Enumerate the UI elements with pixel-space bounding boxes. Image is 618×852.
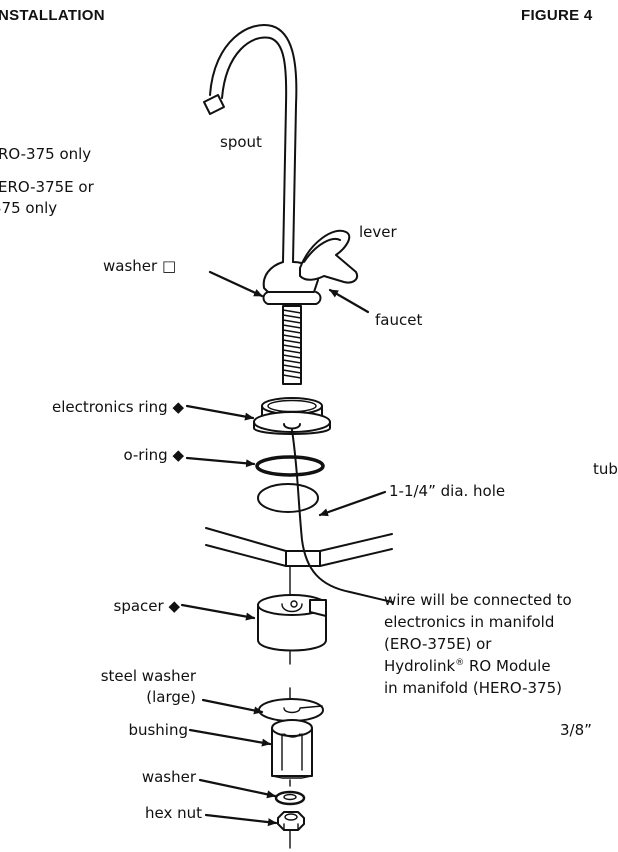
label-steel-washer-line2: (large) (146, 688, 196, 706)
leader-arrows (180, 270, 387, 827)
spout-part (203, 24, 298, 263)
wire-note-line4: Hydrolink® RO Module (384, 657, 551, 675)
electronics-wire (291, 429, 393, 603)
label-faucet: faucet (375, 311, 423, 329)
label-spout: spout (220, 133, 262, 151)
label-hex-nut: hex nut (144, 804, 202, 822)
counter-hole (257, 483, 319, 513)
figure-label: FIGURE 4 (521, 7, 593, 24)
label-lever: lever (359, 223, 397, 241)
diamond-marker-icon: ◆ (168, 597, 180, 615)
small-washer-part (274, 790, 306, 806)
wire-note-line2: electronics in manifold (384, 613, 555, 631)
diamond-marker-icon: ◆ (172, 398, 184, 416)
label-size-3-8: 3/8” (560, 721, 592, 739)
hex-nut-part (277, 811, 305, 831)
o-ring-part (255, 455, 325, 477)
label-tub-cut: tub (593, 460, 618, 478)
electronics-ring-part (253, 397, 331, 435)
label-steel-washer-line1: steel washer (100, 667, 196, 685)
countertop-part (205, 527, 393, 567)
spacer-part (257, 594, 327, 652)
washer-top-text: washer (103, 257, 158, 275)
steel-washer-part (258, 698, 324, 722)
label-washer-bottom: washer (141, 768, 196, 786)
label-electronics-ring: electronics ring ◆ (0, 398, 184, 416)
label-spacer: spacer ◆ (0, 597, 181, 615)
threaded-stem (282, 305, 302, 385)
legend-line-2: ERO-375E or (0, 178, 94, 196)
diamond-marker-icon: ◆ (172, 446, 184, 464)
label-o-ring: o-ring ◆ (0, 446, 184, 464)
registered-mark: ® (455, 658, 465, 668)
legend-line-1: RO-375 only (0, 145, 92, 163)
label-washer-top: washer □ (103, 257, 176, 275)
ro-module-text: RO Module (464, 657, 551, 675)
label-bushing: bushing (128, 721, 188, 739)
bushing-part (271, 719, 313, 779)
label-hole: 1-1/4” dia. hole (389, 482, 506, 500)
legend-line-3: 375 only (0, 199, 58, 217)
hydrolink-text: Hydrolink (384, 657, 456, 675)
square-marker-icon: □ (161, 257, 177, 275)
faucet-body-part (262, 229, 358, 305)
section-heading: NSTALLATION (0, 7, 105, 24)
electronics-ring-text: electronics ring (52, 398, 168, 416)
wire-note-line3: (ERO-375E) or (384, 635, 492, 653)
wire-note-line1: wire will be connected to (384, 591, 572, 609)
o-ring-text: o-ring (123, 446, 168, 464)
wire-note-line5: in manifold (HERO-375) (384, 679, 562, 697)
spacer-text: spacer (113, 597, 164, 615)
